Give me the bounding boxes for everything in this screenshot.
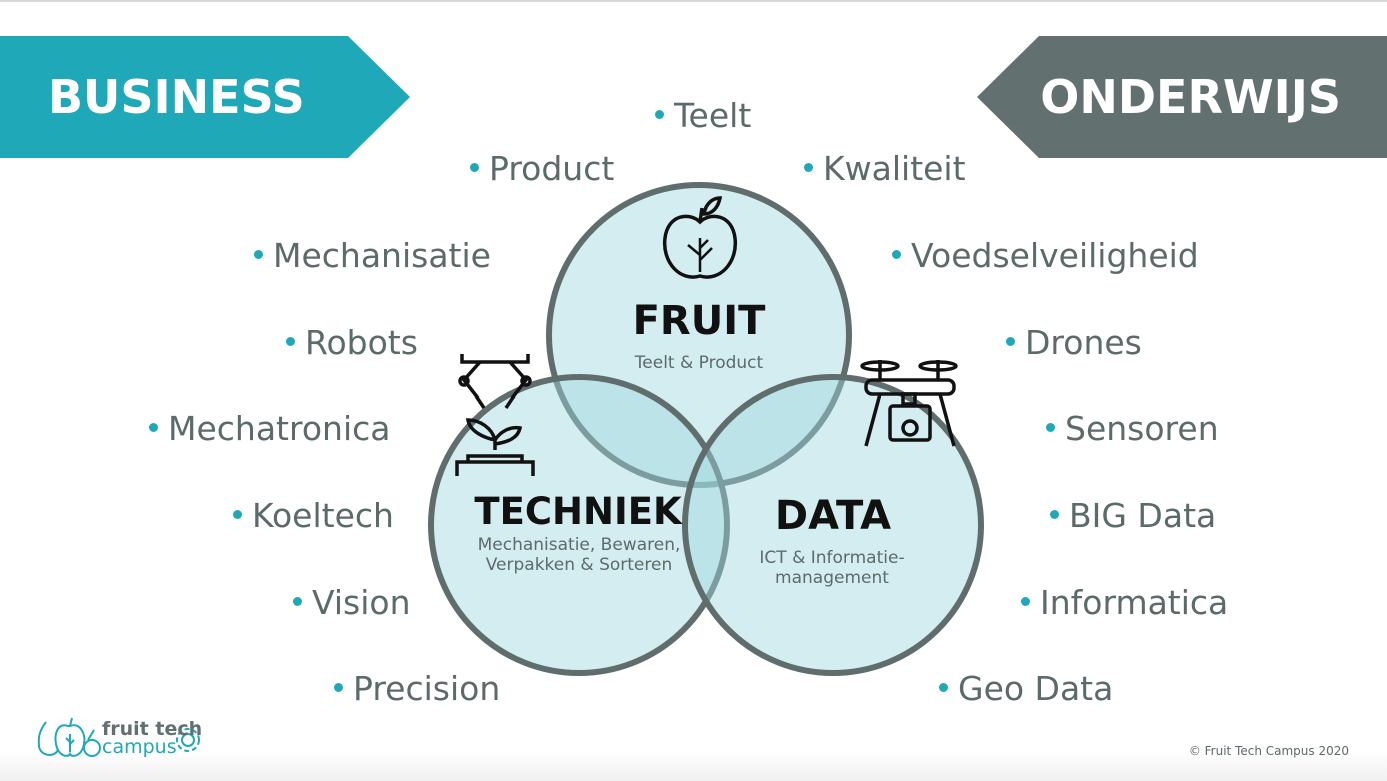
list-item: Sensoren: [1046, 409, 1219, 449]
list-item: Voedselveiligheid: [892, 236, 1199, 276]
item-label: Vision: [312, 583, 411, 622]
list-item: Teelt: [655, 96, 751, 136]
business-label: BUSINESS: [48, 70, 305, 124]
bullet-icon: [334, 683, 343, 692]
techniek-circle: [428, 374, 730, 676]
list-item: Product: [470, 149, 614, 189]
item-label: Informatica: [1040, 583, 1229, 622]
copyright: © Fruit Tech Campus 2020: [1188, 744, 1349, 758]
fruit-logo-icon: [37, 717, 200, 757]
fruit-tech-campus-logo: fruit tech campus: [36, 716, 206, 764]
item-label: Teelt: [674, 96, 752, 135]
techniek-subtitle: Mechanisatie, Bewaren, Verpakken & Sorte…: [477, 535, 681, 575]
bottom-fade: [0, 751, 1387, 781]
top-divider: [0, 0, 1387, 2]
item-label: Mechatronica: [168, 409, 391, 448]
fruit-title: FRUIT: [632, 298, 766, 344]
bullet-icon: [254, 250, 263, 259]
list-item: Koeltech: [233, 496, 394, 536]
list-item: Geo Data: [939, 669, 1113, 709]
bullet-icon: [149, 423, 158, 432]
bullet-icon: [286, 337, 295, 346]
logo-line2: campus: [102, 736, 177, 758]
bullet-icon: [1046, 423, 1055, 432]
item-label: Koeltech: [252, 496, 394, 535]
bullet-icon: [470, 163, 479, 172]
apple-icon: [663, 196, 737, 279]
bullet-icon: [804, 163, 813, 172]
bullet-icon: [1006, 337, 1015, 346]
item-label: Sensoren: [1065, 409, 1219, 448]
data-circle: [682, 374, 984, 676]
logo-line1: fruit tech: [102, 718, 203, 740]
item-label: Robots: [305, 323, 418, 362]
item-label: Voedselveiligheid: [911, 236, 1199, 275]
bullet-icon: [233, 510, 242, 519]
onderwijs-label: ONDERWIJS: [1040, 70, 1341, 124]
list-item: Informatica: [1021, 583, 1228, 623]
bullet-icon: [293, 597, 302, 606]
techniek-title: TECHNIEK: [474, 490, 682, 533]
item-label: Mechanisatie: [273, 236, 491, 275]
list-item: Drones: [1006, 323, 1142, 363]
list-item: Kwaliteit: [804, 149, 966, 189]
fruit-circle: [546, 182, 852, 488]
list-item: Robots: [286, 323, 418, 363]
data-title: DATA: [774, 493, 892, 539]
data-subtitle: ICT & Informatie-management: [759, 548, 905, 588]
item-label: Kwaliteit: [823, 149, 966, 188]
list-item: Vision: [293, 583, 410, 623]
onderwijs-banner: ONDERWIJS: [977, 36, 1387, 158]
item-label: Precision: [353, 669, 501, 708]
item-label: Drones: [1025, 323, 1142, 362]
list-item: Mechatronica: [149, 409, 390, 449]
item-label: Geo Data: [958, 669, 1114, 708]
list-item: Mechanisatie: [254, 236, 491, 276]
drone-icon: [860, 360, 958, 447]
bullet-icon: [655, 110, 664, 119]
list-item: BIG Data: [1050, 496, 1216, 536]
robot-arm-icon: [455, 354, 535, 476]
item-label: BIG Data: [1069, 496, 1217, 535]
item-label: Product: [489, 149, 615, 188]
bullet-icon: [939, 683, 948, 692]
list-item: Precision: [334, 669, 500, 709]
bullet-icon: [1050, 510, 1059, 519]
business-banner: BUSINESS: [0, 36, 410, 158]
fruit-subtitle: Teelt & Product: [634, 353, 764, 373]
bullet-icon: [892, 250, 901, 259]
bullet-icon: [1021, 597, 1030, 606]
